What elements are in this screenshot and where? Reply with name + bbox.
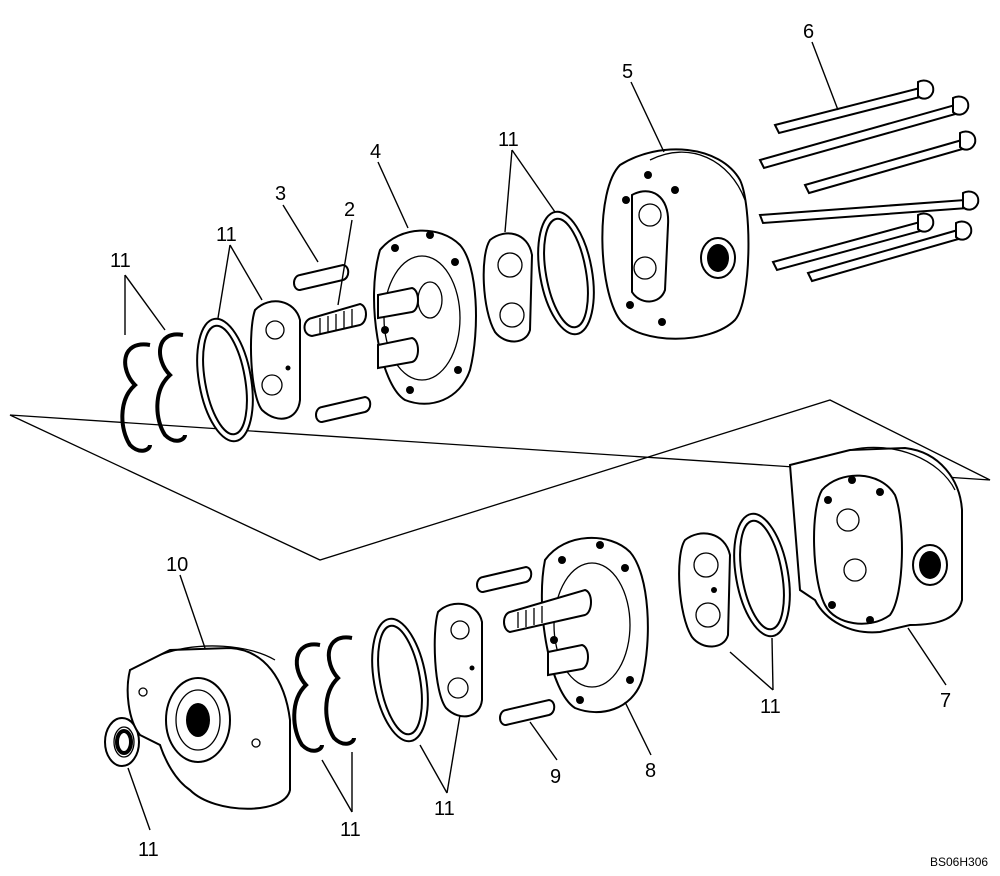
callout-label: 10 <box>166 554 188 576</box>
retaining-ring-pair-lower <box>292 635 356 753</box>
bolt <box>806 220 973 283</box>
callout-label: 6 <box>803 21 814 43</box>
section-divider-plane <box>9 399 991 561</box>
callout-label: 4 <box>370 141 381 163</box>
retaining-ring-pair-upper <box>120 332 187 453</box>
splined-shaft <box>303 302 367 338</box>
wear-plate-upper-left <box>249 300 301 420</box>
callout-label: 8 <box>645 760 656 782</box>
callout-label: 11 <box>340 819 361 841</box>
wear-plate-lower-left <box>433 602 483 718</box>
bolt <box>803 130 977 195</box>
callout-label: 11 <box>110 250 131 272</box>
callout-label: 3 <box>275 183 286 205</box>
dowel-pin-lower-top <box>476 565 533 594</box>
dowel-pin-upper-top <box>293 263 350 292</box>
gear-housing-upper <box>373 229 477 405</box>
dowel-pin-lower-bottom <box>499 698 556 727</box>
callout-label: 11 <box>760 696 781 718</box>
bolt-set <box>758 79 980 283</box>
callout-label: 9 <box>550 766 561 788</box>
bolt <box>773 79 935 135</box>
shaft-seal <box>104 717 140 767</box>
mounting-flange <box>126 645 291 810</box>
gear-housing-lower <box>503 536 649 714</box>
callout-label: 11 <box>138 839 159 861</box>
drawing-reference-code: BS06H306 <box>930 855 988 869</box>
bolt <box>758 190 980 225</box>
end-cover-upper <box>601 148 750 340</box>
callout-label: 11 <box>216 224 237 246</box>
dowel-pin-upper-bottom <box>315 395 372 424</box>
bolt <box>758 95 970 170</box>
callout-label: 2 <box>344 199 355 221</box>
rear-housing <box>788 446 963 634</box>
callout-label: 7 <box>940 690 951 712</box>
callout-label: 5 <box>622 61 633 83</box>
wear-plate-lower-right <box>678 532 732 648</box>
callout-label: 11 <box>434 798 455 820</box>
leader-lines <box>124 41 947 831</box>
wear-plate-upper-right <box>482 232 534 343</box>
callout-label: 11 <box>498 129 519 151</box>
bolt <box>771 212 935 272</box>
